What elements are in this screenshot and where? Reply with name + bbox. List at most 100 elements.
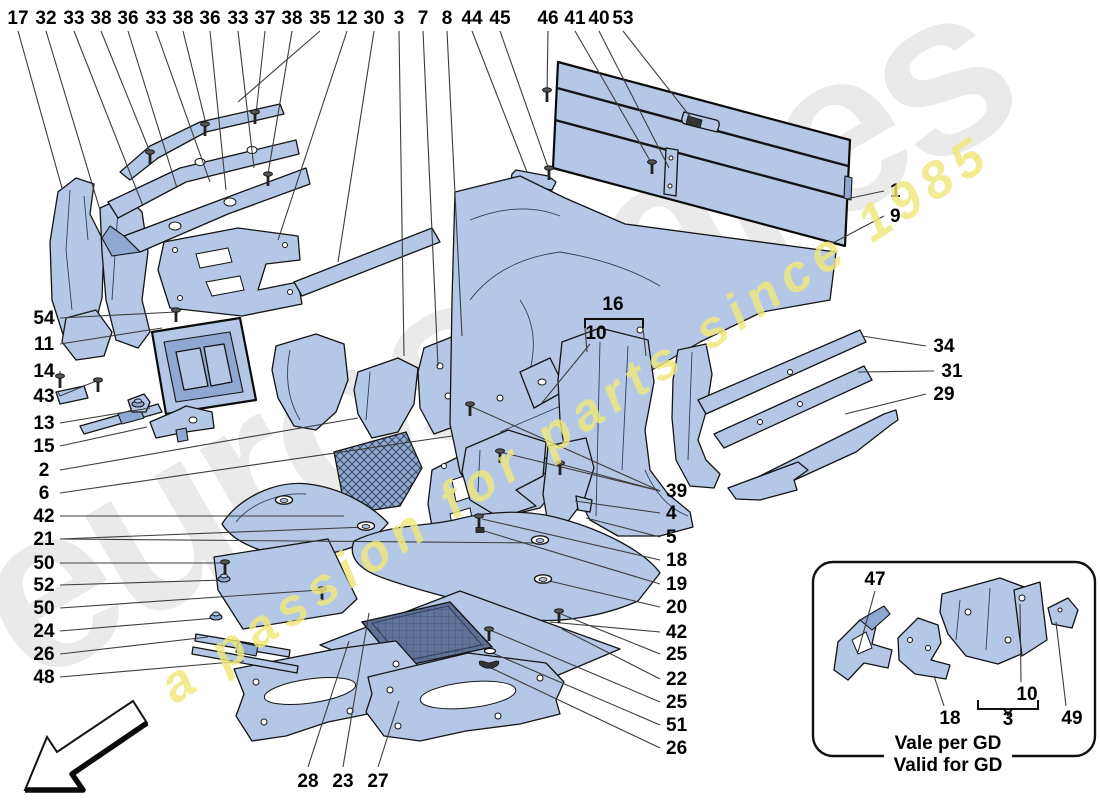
callout-number: 20 bbox=[666, 597, 687, 618]
screw-head bbox=[171, 307, 181, 313]
callout-number: 25 bbox=[666, 644, 688, 665]
leader-line bbox=[127, 30, 178, 189]
callout-number: 53 bbox=[612, 8, 633, 29]
leader-line bbox=[59, 660, 245, 678]
leader-line bbox=[546, 30, 549, 95]
leader-line bbox=[59, 636, 209, 655]
callout-number: 35 bbox=[309, 8, 331, 29]
callout-number: 38 bbox=[281, 8, 302, 29]
screw-head bbox=[554, 608, 564, 614]
leader-line bbox=[845, 190, 885, 200]
callout-number: 11 bbox=[34, 334, 55, 355]
leader-line bbox=[560, 613, 661, 655]
leader-line bbox=[255, 30, 266, 115]
screw-shaft bbox=[557, 612, 561, 623]
screw-shaft bbox=[487, 630, 491, 641]
screw-shaft bbox=[547, 169, 551, 180]
grommet-inner bbox=[279, 498, 289, 503]
callout-number: 43 bbox=[33, 386, 54, 407]
screw-icon bbox=[542, 87, 552, 102]
leader-line bbox=[59, 579, 225, 586]
screw-shaft bbox=[477, 517, 481, 528]
callout-number: 5 bbox=[666, 527, 677, 548]
grommet-inner bbox=[538, 577, 548, 582]
screw-head bbox=[93, 377, 103, 383]
screw-head bbox=[317, 586, 327, 592]
leader-line bbox=[489, 629, 661, 703]
callout-number: 8 bbox=[442, 8, 453, 29]
leader-line bbox=[488, 666, 661, 749]
screw-head bbox=[263, 171, 273, 177]
leader-line bbox=[59, 589, 321, 609]
callout-number: 44 bbox=[461, 8, 483, 29]
wingnut-icon bbox=[478, 660, 500, 669]
callout-number: 33 bbox=[145, 8, 166, 29]
leader-line bbox=[59, 526, 367, 540]
callout-number: 31 bbox=[941, 361, 963, 382]
leader-line bbox=[377, 700, 400, 768]
screw-head bbox=[474, 513, 484, 519]
screw-head bbox=[495, 448, 505, 454]
screw-head bbox=[200, 121, 210, 127]
screw-icon bbox=[250, 109, 260, 124]
screw-shaft bbox=[545, 91, 549, 102]
grommet-icon bbox=[356, 521, 376, 531]
leader-line bbox=[342, 612, 370, 768]
callout-number: 37 bbox=[254, 8, 275, 29]
clip-icon bbox=[217, 573, 231, 583]
callout-number: 30 bbox=[363, 8, 384, 29]
leader-line bbox=[237, 30, 255, 169]
callout-number: 45 bbox=[489, 8, 511, 29]
leader-line bbox=[933, 675, 945, 707]
heel-plates bbox=[191, 633, 565, 742]
screw-icon bbox=[544, 165, 554, 180]
callout-number: 16 bbox=[602, 294, 623, 315]
screw-icon bbox=[263, 171, 273, 186]
callout-number: 18 bbox=[666, 550, 687, 571]
screw-icon bbox=[200, 121, 210, 136]
latch-hardware bbox=[55, 385, 215, 443]
screw-shaft bbox=[223, 563, 227, 574]
screw-head bbox=[250, 109, 260, 115]
callout-number: 33 bbox=[227, 8, 248, 29]
callout-number: 33 bbox=[63, 8, 84, 29]
anchor-plate bbox=[519, 357, 567, 409]
leader-line bbox=[540, 343, 591, 405]
callout-number: 4 bbox=[666, 503, 677, 524]
leader-line bbox=[481, 518, 661, 561]
bracket-leg-line bbox=[642, 327, 647, 357]
leader-line bbox=[489, 651, 661, 726]
leader-line bbox=[844, 393, 927, 415]
callout-number: 22 bbox=[666, 669, 687, 690]
screw-icon bbox=[220, 559, 230, 574]
leader-line bbox=[59, 407, 151, 424]
leader-line bbox=[398, 30, 405, 357]
leader-line bbox=[499, 451, 661, 492]
bracket-line bbox=[977, 700, 1039, 710]
screw-icon bbox=[55, 373, 65, 388]
leader-line bbox=[561, 628, 661, 680]
callout-number: 40 bbox=[588, 8, 609, 29]
washer-icon bbox=[483, 647, 497, 655]
callout-number: 21 bbox=[33, 529, 55, 550]
leader-lines bbox=[17, 30, 1067, 768]
screw-shaft bbox=[96, 381, 100, 392]
callout-number: 48 bbox=[33, 667, 54, 688]
callout-number: 10 bbox=[585, 323, 606, 344]
leader-line bbox=[59, 327, 163, 345]
callout-number: 38 bbox=[172, 8, 193, 29]
screw-icon bbox=[555, 460, 565, 475]
leader-line bbox=[237, 30, 321, 103]
callout-number: 18 bbox=[939, 708, 960, 729]
callout-number: 23 bbox=[332, 771, 353, 792]
screw-shaft bbox=[148, 153, 152, 164]
screw-head bbox=[220, 559, 230, 565]
callout-number: 39 bbox=[666, 481, 687, 502]
floor-insulation-panels bbox=[461, 429, 595, 531]
callout-number: 50 bbox=[33, 553, 54, 574]
screw-icon bbox=[647, 159, 657, 174]
leader-line bbox=[574, 30, 653, 165]
callout-number: 52 bbox=[33, 575, 54, 596]
inset-box bbox=[811, 560, 1097, 768]
